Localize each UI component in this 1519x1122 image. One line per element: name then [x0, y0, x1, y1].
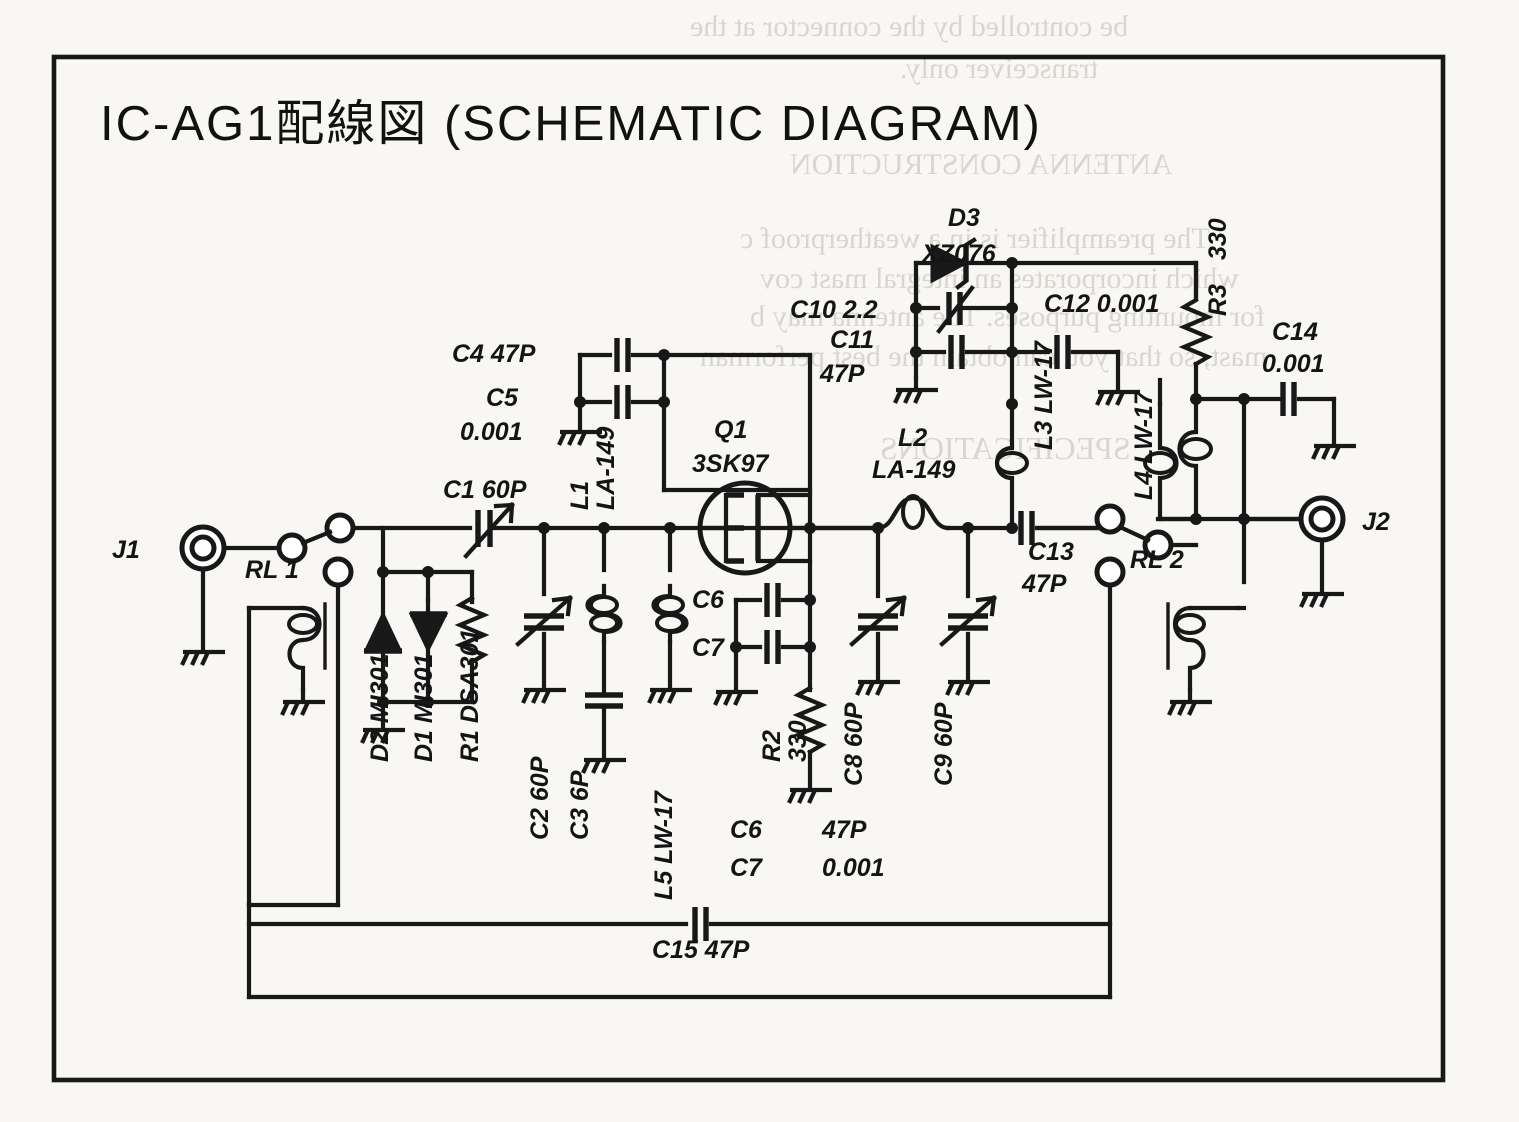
label-c8: C8 60P	[840, 702, 868, 786]
ground-symbol	[857, 682, 900, 695]
capacitor-c8	[852, 522, 904, 695]
label-c6-near: C6	[692, 586, 725, 614]
label-c14-val: 0.001	[1262, 350, 1325, 378]
label-rl1: RL 1	[245, 556, 299, 584]
label-rl2: RL 2	[1130, 546, 1184, 574]
label-c9: C9 60P	[930, 702, 958, 786]
capacitor-c9	[942, 522, 994, 695]
label-r3-val: 330	[1204, 218, 1232, 260]
connector-j1[interactable]	[179, 524, 225, 665]
transistor-q1	[697, 352, 881, 603]
diode-d2	[363, 569, 403, 705]
page-title: IC-AG1配線図 (SCHEMATIC DIAGRAM)	[100, 97, 1042, 151]
relay-rl1-contact[interactable]	[246, 512, 1113, 1000]
legend-c7-value: 0.001	[822, 854, 885, 882]
capacitor-c4-c5	[559, 338, 813, 493]
inductor-l4	[1143, 377, 1179, 522]
capacitor-c14	[1193, 382, 1356, 585]
capacitor-c1	[463, 502, 515, 559]
ground-symbol	[282, 702, 325, 715]
capacitor-c15	[246, 907, 1113, 941]
label-l2-part: LA-149	[872, 456, 955, 484]
label-l5: L5 LW-17	[650, 790, 678, 900]
label-c11-ref: C11	[830, 326, 874, 354]
label-d3-part: XZ076	[920, 240, 997, 268]
label-c4: C4 47P	[452, 340, 536, 368]
label-l4: L4 LW-17	[1130, 390, 1158, 500]
protection-network	[362, 525, 484, 743]
diagram-border	[51, 54, 1446, 1083]
capacitor-c2	[518, 522, 570, 703]
capacitor-c5	[617, 385, 628, 419]
capacitor-c12-symbol	[1057, 335, 1068, 369]
legend-c7: C7	[730, 854, 763, 882]
label-c10: C10 2.2	[790, 296, 878, 324]
capacitor-c6	[767, 583, 778, 617]
capacitor-c6-c7	[715, 583, 832, 803]
label-c3: C3 6P	[566, 770, 594, 840]
label-c2: C2 60P	[526, 756, 554, 840]
label-j2: J2	[1362, 508, 1390, 536]
label-r3-ref: R3	[1204, 284, 1232, 316]
ground-symbol	[182, 652, 225, 665]
resistor-r2	[789, 644, 832, 803]
capacitor-c7	[767, 630, 778, 664]
relay-rl2-coil	[1166, 602, 1247, 715]
label-q1-ref: Q1	[714, 416, 747, 444]
label-d1: D1 MI301	[410, 654, 438, 762]
inductor-l1	[583, 522, 626, 773]
capacitor-c4	[617, 338, 628, 372]
label-c5-val: 0.001	[460, 418, 523, 446]
ground-symbol	[715, 692, 758, 705]
ground-symbol	[947, 682, 990, 695]
ground-symbol	[523, 690, 566, 703]
label-c11-val: 47P	[819, 360, 865, 388]
label-d2: D2 MI301	[366, 654, 394, 762]
label-r1: R1 DSA301	[456, 629, 484, 762]
inductor-l2	[875, 494, 951, 531]
label-c13-ref: C13	[1028, 538, 1074, 566]
label-j1: J1	[112, 536, 140, 564]
connector-j2[interactable]	[1241, 495, 1344, 607]
ground-symbol	[1301, 594, 1344, 607]
legend-c6-value: 47P	[821, 816, 867, 844]
label-l1-part: LA-149	[592, 427, 620, 510]
capacitor-c12	[1009, 335, 1140, 405]
label-c13-val: 47P	[1021, 570, 1067, 598]
label-r2-val: 330	[784, 720, 812, 762]
diode-d1	[408, 597, 449, 705]
label-d3-ref: D3	[948, 204, 980, 232]
label-r2-ref: R2	[758, 730, 786, 762]
capacitor-c11	[951, 335, 962, 369]
ground-symbol	[1313, 446, 1356, 459]
ground-symbol	[1169, 702, 1212, 715]
label-c14-ref: C14	[1272, 318, 1318, 346]
capacitor-c13	[1021, 503, 1126, 545]
diode-d3-network	[895, 237, 1199, 407]
relay-rl2-contact[interactable]	[1094, 516, 1199, 1000]
capacitor-c14-symbol	[1283, 382, 1294, 416]
inductor-l5	[649, 522, 692, 703]
ground-symbol	[789, 790, 832, 803]
label-l2-ref: L2	[898, 424, 927, 452]
legend-c6: C6	[730, 816, 763, 844]
ground-symbol	[895, 390, 938, 403]
label-c7-near: C7	[692, 634, 725, 662]
label-q1-part: 3SK97	[692, 450, 770, 478]
label-l1-ref: L1	[566, 481, 594, 510]
label-c1: C1 60P	[443, 476, 527, 504]
resistor-r1	[460, 598, 484, 705]
ground-symbol	[649, 690, 692, 703]
label-l3: L3 LW-17	[1030, 340, 1058, 450]
label-c5-ref: C5	[486, 384, 519, 412]
label-c15: C15 47P	[652, 936, 750, 964]
relay-rl1-coil	[246, 602, 325, 908]
label-c12: C12 0.001	[1044, 290, 1159, 318]
